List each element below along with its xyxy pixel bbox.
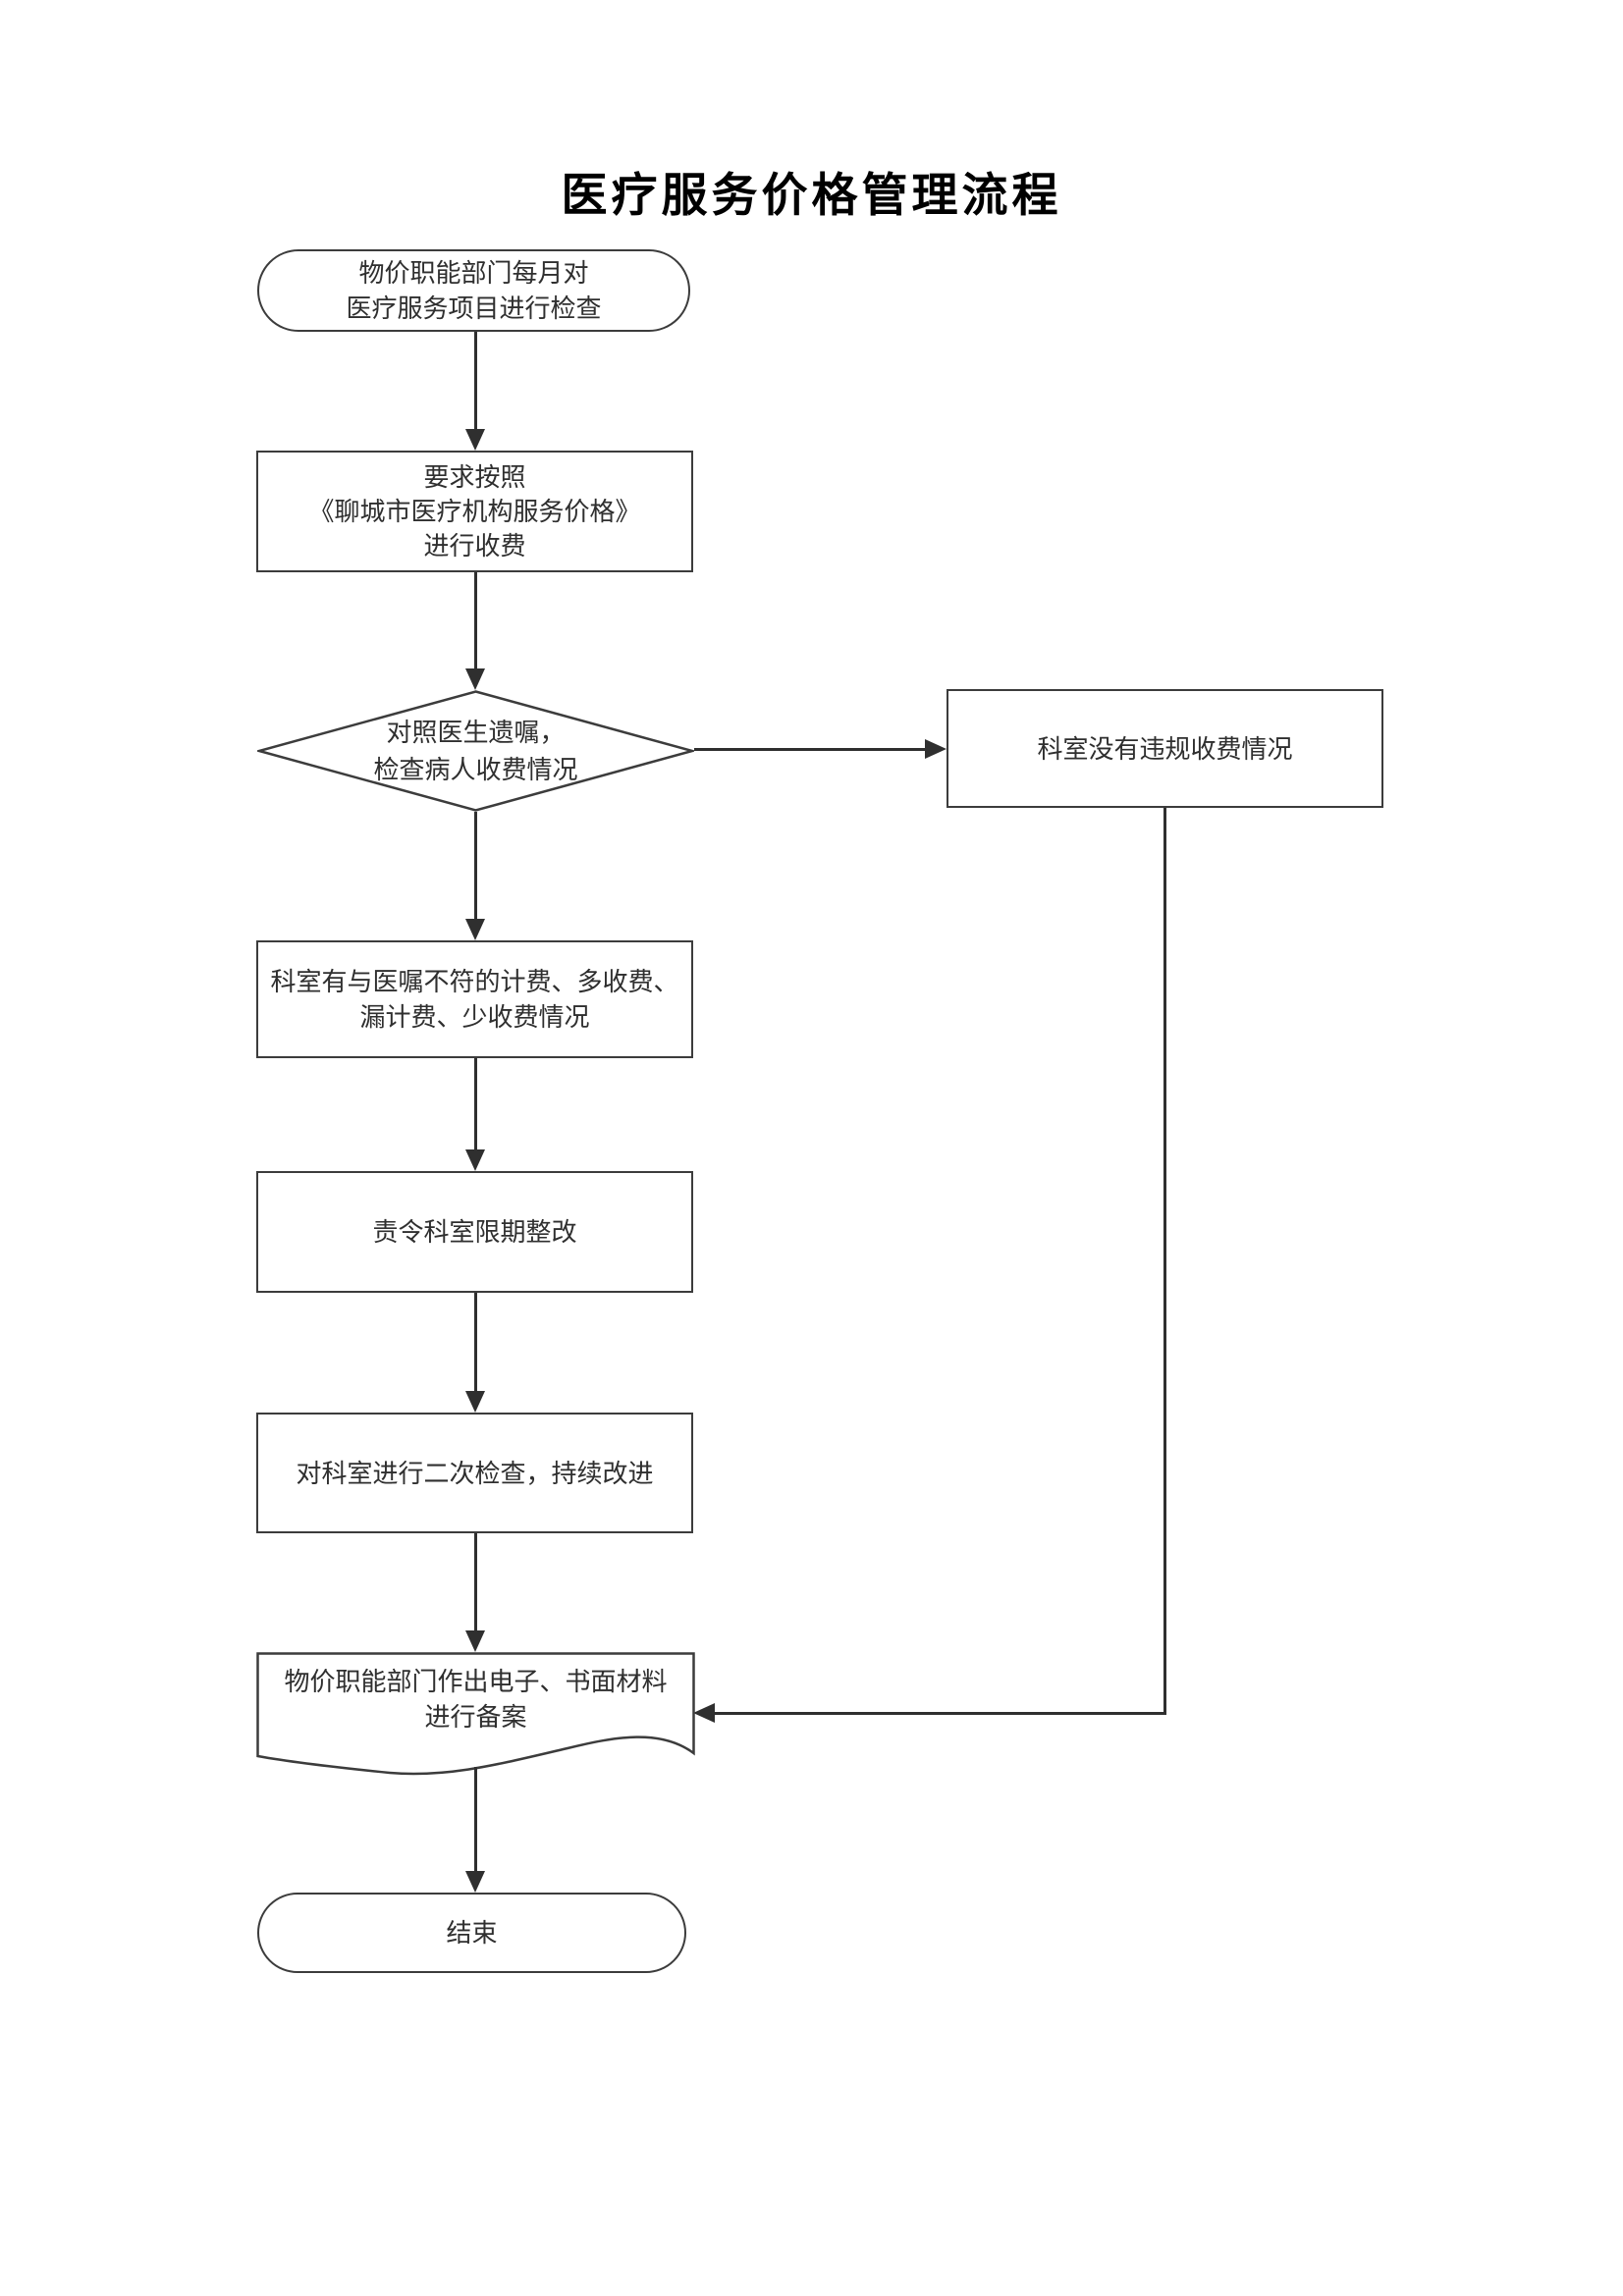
node-end: 结束: [257, 1893, 686, 1973]
document-shape: [256, 1652, 695, 1776]
node-text-line: 对科室进行二次检查，持续改进: [296, 1458, 654, 1488]
node-record-filing: 物价职能部门作出电子、书面材料 进行备案: [256, 1652, 695, 1801]
arrowhead-down-icon: [465, 1871, 485, 1893]
arrow-recheck-to-record: [474, 1533, 477, 1630]
node-text-line: 检查病人收费情况: [373, 755, 578, 784]
node-text-line: 进行备案: [424, 1702, 527, 1732]
arrowhead-down-icon: [465, 1630, 485, 1652]
decision-text: 对照医生遗嘱， 检查病人收费情况: [257, 690, 694, 812]
node-violation-found: 科室有与医嘱不符的计费、多收费、 漏计费、少收费情况: [256, 940, 693, 1058]
arrowhead-right-icon: [925, 739, 947, 759]
node-decision-check-billing: 对照医生遗嘱， 检查病人收费情况: [257, 690, 694, 812]
node-text-line: 科室没有违规收费情况: [1037, 733, 1293, 764]
arrowhead-down-icon: [465, 1391, 485, 1413]
arrowhead-down-icon: [465, 919, 485, 940]
node-text-line: 《聊城市医疗机构服务价格》: [308, 496, 641, 526]
document-text: 物价职能部门作出电子、书面材料 进行备案: [256, 1652, 695, 1813]
arrow-decision-to-no-violation: [694, 748, 927, 751]
node-text-line: 物价职能部门每月对: [358, 258, 589, 288]
arrowhead-down-icon: [465, 429, 485, 451]
node-text-line: 责令科室限期整改: [372, 1217, 577, 1247]
node-text-line: 要求按照: [423, 461, 526, 492]
node-second-check: 对科室进行二次检查，持续改进: [256, 1413, 693, 1533]
diamond-shape: [257, 690, 694, 812]
node-text-line: 结束: [446, 1918, 498, 1948]
connector-no-violation-left: [713, 1712, 1166, 1715]
node-text-line: 对照医生遗嘱，: [386, 718, 566, 747]
page-title: 医疗服务价格管理流程: [561, 169, 1062, 223]
node-start-monthly-check: 物价职能部门每月对 医疗服务项目进行检查: [257, 249, 690, 332]
node-no-violation: 科室没有违规收费情况: [947, 689, 1383, 808]
node-text-line: 进行收费: [423, 530, 526, 561]
arrowhead-left-icon: [693, 1703, 715, 1723]
arrow-record-to-end: [474, 1767, 477, 1871]
node-text-line: 物价职能部门作出电子、书面材料: [284, 1667, 668, 1696]
node-require-fee-standard: 要求按照 《聊城市医疗机构服务价格》 进行收费: [256, 451, 693, 572]
node-text-line: 科室有与医嘱不符的计费、多收费、: [270, 967, 679, 996]
node-text-line: 医疗服务项目进行检查: [346, 294, 602, 323]
connector-no-violation-down: [1163, 808, 1166, 1714]
node-text-line: 漏计费、少收费情况: [359, 1002, 590, 1032]
arrow-start-to-require: [474, 332, 477, 429]
arrowhead-down-icon: [465, 668, 485, 690]
arrow-decision-to-violation: [474, 812, 477, 920]
arrow-rectify-to-recheck: [474, 1293, 477, 1391]
arrow-violation-to-rectify: [474, 1058, 477, 1149]
arrow-require-to-decision: [474, 572, 477, 668]
node-order-rectification: 责令科室限期整改: [256, 1171, 693, 1293]
arrowhead-down-icon: [465, 1149, 485, 1171]
